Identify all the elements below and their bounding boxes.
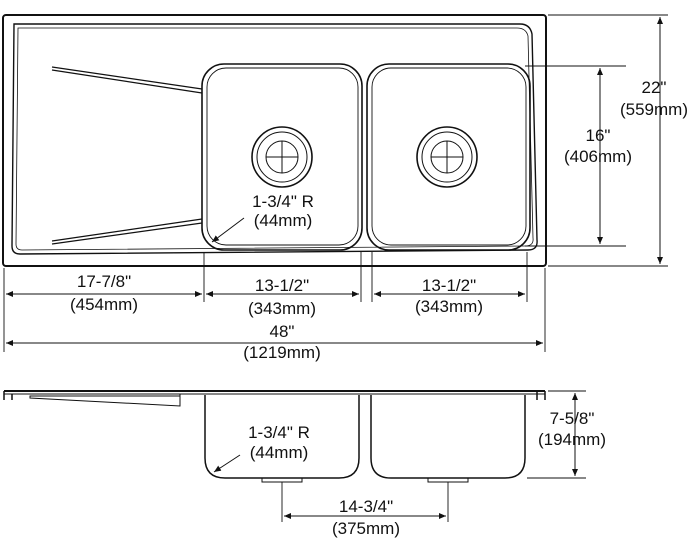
svg-text:48": 48" xyxy=(270,322,295,341)
dim-bowl-front-back: 16" (406mm) xyxy=(564,68,632,244)
svg-text:(454mm): (454mm) xyxy=(70,295,138,314)
svg-text:13-1/2": 13-1/2" xyxy=(255,276,309,295)
svg-text:(559mm): (559mm) xyxy=(620,100,688,119)
right-bowl xyxy=(366,63,531,251)
svg-text:13-1/2": 13-1/2" xyxy=(422,276,476,295)
radius-top-metric: (44mm) xyxy=(254,211,313,230)
svg-text:22": 22" xyxy=(642,78,667,97)
dim-bowl-depth: 7-5/8" (194mm) xyxy=(538,393,606,476)
svg-text:(1219mm): (1219mm) xyxy=(243,343,320,362)
extension-lines-top xyxy=(3,14,668,352)
dim-overall-depth: 22" (559mm) xyxy=(620,17,688,264)
dim-overall-width: 48" (1219mm) xyxy=(5,322,543,362)
left-bowl-profile xyxy=(204,395,360,479)
svg-text:17-7/8": 17-7/8" xyxy=(77,272,131,291)
extension-lines-side xyxy=(281,390,586,522)
sink-rim-inner-2 xyxy=(15,27,534,251)
side-view: 1-3/4" R (44mm) xyxy=(3,390,546,483)
svg-text:16": 16" xyxy=(586,126,611,145)
svg-text:(343mm): (343mm) xyxy=(248,299,316,318)
radius-leader-top xyxy=(211,217,245,243)
dim-right-bowl: 13-1/2" (343mm) xyxy=(374,276,525,316)
svg-text:14-3/4": 14-3/4" xyxy=(339,497,393,516)
drainboard-grooves xyxy=(51,66,203,245)
sink-rim-outer xyxy=(2,14,547,267)
dim-drainboard: 17-7/8" (454mm) xyxy=(5,272,202,314)
sink-rim-inner xyxy=(11,23,538,255)
left-drain-icon xyxy=(251,126,313,188)
left-bowl xyxy=(201,63,363,251)
svg-text:(343mm): (343mm) xyxy=(415,297,483,316)
dim-drain-spacing: 14-3/4" (375mm) xyxy=(284,497,446,538)
radius-leader-side xyxy=(213,454,241,473)
dim-left-bowl: 13-1/2" (343mm) xyxy=(206,276,359,318)
top-view: 1-3/4" R (44mm) xyxy=(2,14,547,267)
svg-text:7-5/8": 7-5/8" xyxy=(550,409,595,428)
svg-text:(375mm): (375mm) xyxy=(332,519,400,538)
radius-top-imperial: 1-3/4" R xyxy=(252,192,314,211)
radius-side-imperial: 1-3/4" R xyxy=(248,423,310,442)
svg-text:(406mm): (406mm) xyxy=(564,147,632,166)
right-bowl-profile xyxy=(370,395,526,479)
radius-side-metric: (44mm) xyxy=(250,443,309,462)
svg-text:(194mm): (194mm) xyxy=(538,430,606,449)
right-drain-icon xyxy=(416,126,478,188)
